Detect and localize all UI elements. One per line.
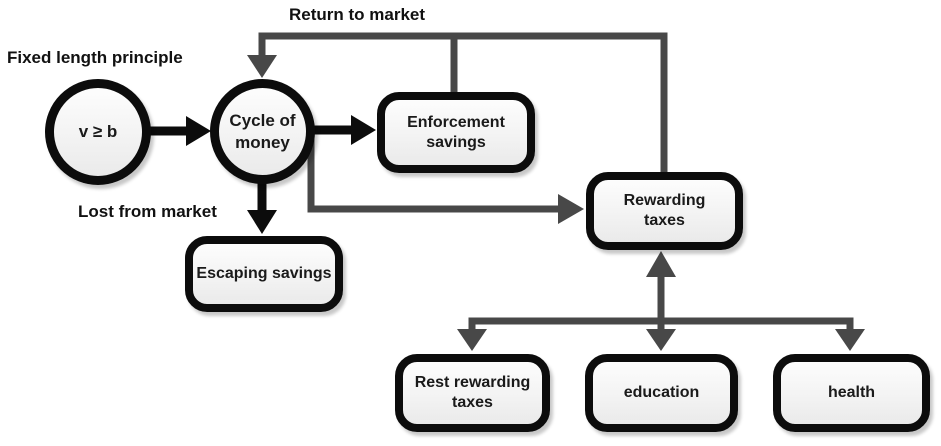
arrowhead-into-education-icon — [646, 329, 676, 351]
edge-rewarding-to-children — [468, 275, 854, 332]
node-velocity-condition: v ≥ b — [45, 79, 151, 185]
node-health: health — [773, 354, 930, 432]
node-education-label: education — [623, 384, 700, 401]
arrowhead-into-enforcement-icon — [351, 115, 376, 145]
arrowhead-into-health-icon — [835, 329, 865, 351]
label-fixed-length-principle: Fixed length principle — [7, 48, 183, 67]
edge-return-to-market — [258, 32, 668, 174]
gray-arrowheads — [247, 55, 865, 351]
node-rewarding-taxes: Rewarding taxes — [586, 172, 743, 250]
black-arrowheads — [186, 115, 376, 234]
node-cycle-of-money-label: Cycle of money — [229, 111, 296, 152]
arrowhead-into-escaping-icon — [247, 210, 277, 234]
label-return-to-market: Return to market — [289, 5, 426, 24]
node-velocity-condition-label: v ≥ b — [78, 122, 118, 142]
node-health-label: health — [827, 384, 876, 401]
gray-edge-lines — [258, 32, 854, 332]
arrowhead-into-rest-rewarding-icon — [457, 329, 487, 351]
arrowhead-into-cycle-top-icon — [247, 55, 277, 78]
arrowhead-into-cycle-left-icon — [186, 116, 211, 146]
arrowhead-into-rewarding-bottom-icon — [646, 251, 676, 277]
edge-cycle-to-rewarding — [307, 128, 560, 213]
node-cycle-of-money: Cycle of money — [210, 79, 315, 184]
node-escaping-savings-label: Escaping savings — [196, 265, 332, 282]
node-enforcement-savings-label: Enforcement savings — [407, 113, 505, 151]
node-enforcement-savings: Enforcement savings — [377, 92, 535, 173]
label-lost-from-market: Lost from market — [78, 202, 217, 221]
node-rest-rewarding-taxes-label: Rest rewarding taxes — [414, 374, 531, 411]
node-rewarding-taxes-label: Rewarding taxes — [623, 192, 706, 229]
node-education: education — [585, 354, 738, 432]
node-escaping-savings: Escaping savings — [185, 236, 343, 312]
node-rest-rewarding-taxes: Rest rewarding taxes — [395, 354, 550, 432]
arrowhead-into-rewarding-left-icon — [558, 194, 584, 224]
